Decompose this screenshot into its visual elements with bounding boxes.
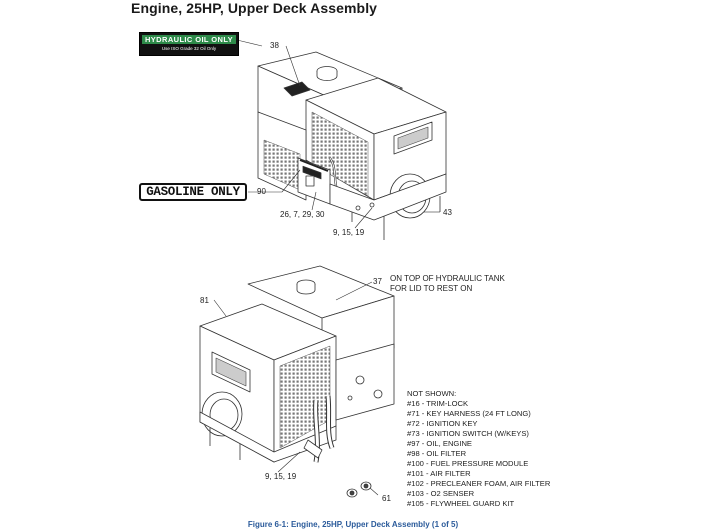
callout-61: 61: [382, 494, 391, 503]
not-shown-item: #105 - FLYWHEEL GUARD KIT: [407, 499, 515, 508]
not-shown-item: #72 - IGNITION KEY: [407, 419, 478, 428]
not-shown-list: NOT SHOWN: #16 - TRIM-LOCK #71 - KEY HAR…: [407, 389, 550, 509]
callout-37-note-2: FOR LID TO REST ON: [390, 284, 473, 293]
not-shown-heading: NOT SHOWN:: [407, 389, 457, 398]
page-title: Engine, 25HP, Upper Deck Assembly: [131, 0, 378, 16]
lower-engine-enclosure: [199, 265, 395, 498]
not-shown-item: #101 - AIR FILTER: [407, 469, 471, 478]
not-shown-item: #103 - O2 SENSER: [407, 489, 475, 498]
not-shown-item: #16 - TRIM-LOCK: [407, 399, 469, 408]
not-shown-item: #102 - PRECLEANER FOAM, AIR FILTER: [407, 479, 551, 488]
figure-caption: Figure 6-1: Engine, 25HP, Upper Deck Ass…: [247, 520, 459, 529]
hydraulic-decal-main: HYDRAULIC OIL ONLY: [142, 35, 236, 44]
hydraulic-decal-sub: Use ISO Grade 32 Oil Only: [161, 46, 217, 51]
callout-26-7-29-30: 26, 7, 29, 30: [280, 210, 325, 219]
not-shown-item: #97 - OIL, ENGINE: [407, 439, 472, 448]
leader-lines-top: [236, 39, 440, 229]
callout-38: 38: [270, 41, 279, 50]
not-shown-item: #71 - KEY HARNESS (24 FT LONG): [407, 409, 531, 418]
callout-9-15-19-top: 9, 15, 19: [333, 228, 365, 237]
not-shown-item: #100 - FUEL PRESSURE MODULE: [407, 459, 529, 468]
callout-43: 43: [443, 208, 452, 217]
callout-37-note: ON TOP OF HYDRAULIC TANK: [390, 274, 505, 283]
not-shown-item: #98 - OIL FILTER: [407, 449, 467, 458]
callout-9-15-19-bottom: 9, 15, 19: [265, 472, 297, 481]
callout-37: 37: [373, 277, 382, 286]
hydraulic-oil-decal: HYDRAULIC OIL ONLY Use ISO Grade 32 Oil …: [139, 32, 239, 56]
leader-lines-bottom: [213, 281, 379, 496]
gasoline-only-decal: GASOLINE ONLY: [139, 183, 247, 201]
upper-engine-enclosure: [257, 51, 447, 240]
callout-81: 81: [200, 296, 209, 305]
callout-90: 90: [257, 187, 266, 196]
not-shown-item: #73 - IGNITION SWITCH (W/KEYS): [407, 429, 529, 438]
